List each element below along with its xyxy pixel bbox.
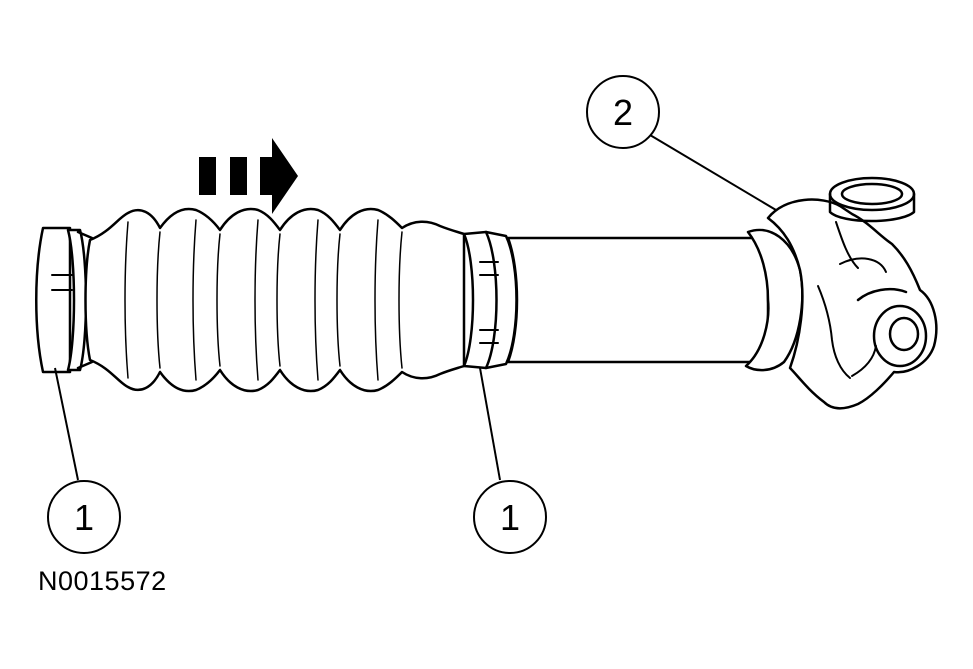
figure-id-label: N0015572	[38, 566, 167, 596]
callout-label-middle: 1	[500, 497, 520, 538]
callout-circle-middle	[473, 480, 547, 554]
callout-label-right: 2	[613, 92, 633, 133]
leader-line-left	[54, 367, 79, 481]
driveshaft-tube	[506, 236, 770, 364]
triple-dash-right-arrow-icon	[199, 138, 298, 214]
callout-circle-right	[586, 75, 660, 149]
protective-boot	[84, 207, 466, 393]
leader-line-middle	[479, 367, 501, 481]
right-clamp-ring	[462, 230, 498, 370]
callout-label-left: 1	[74, 497, 94, 538]
left-clamp-ring	[66, 228, 88, 372]
callout-circle-left	[47, 480, 121, 554]
left-shaft-stub	[35, 226, 72, 374]
leader-line-right	[649, 134, 777, 211]
